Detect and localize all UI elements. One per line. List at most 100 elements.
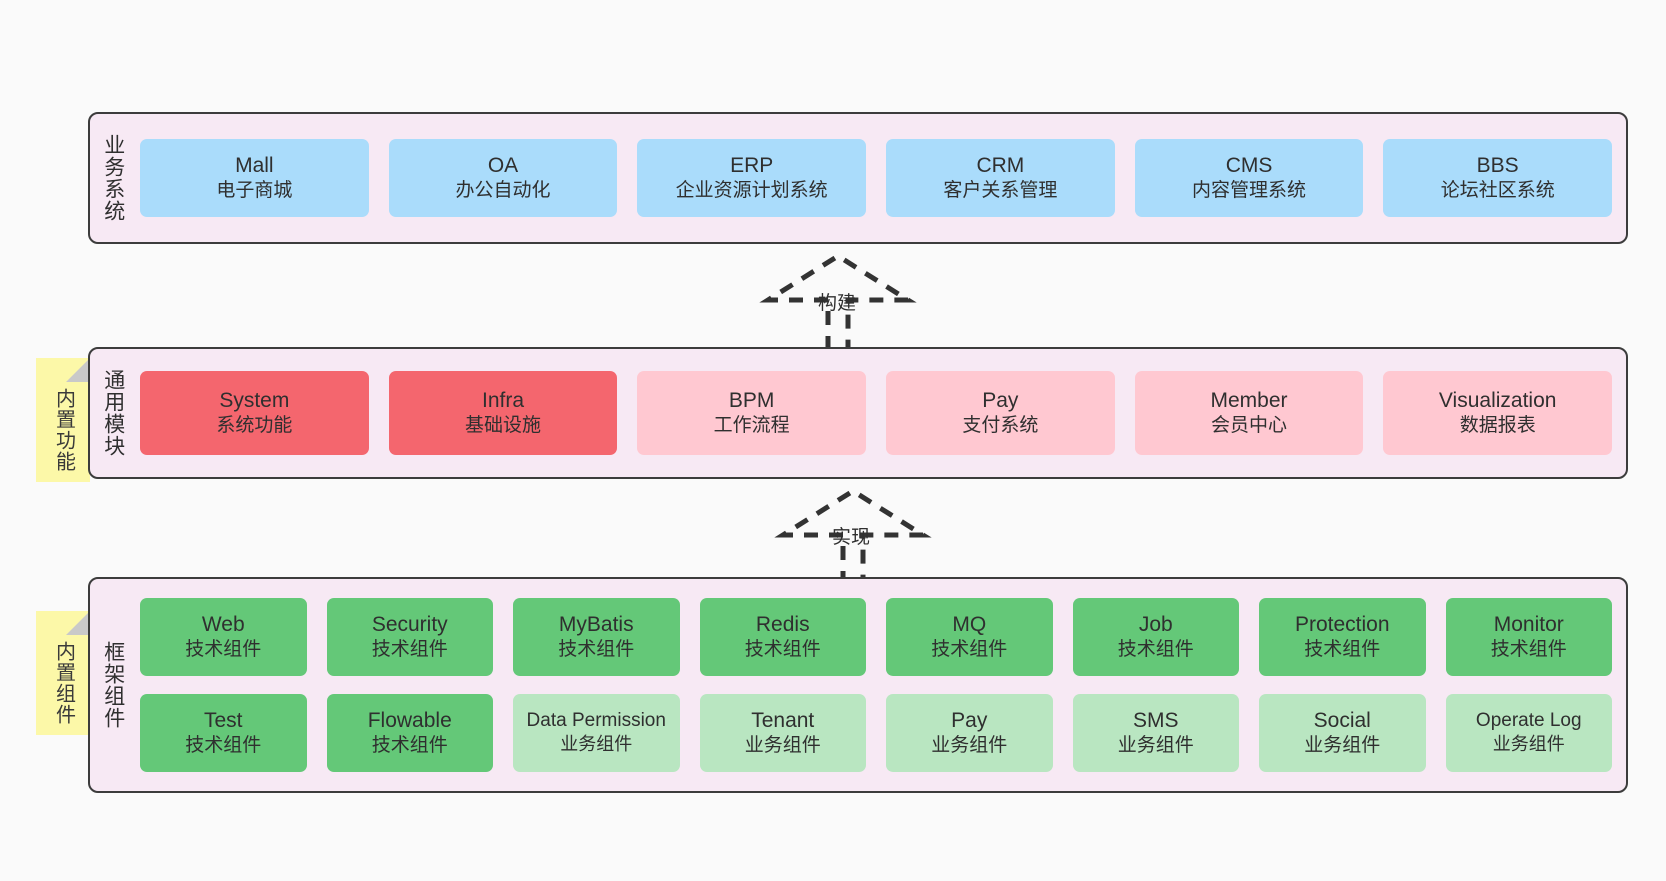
layer-business-body: Mall 电子商城 OA 办公自动化 ERP 企业资源计划系统 CRM 客户关系管理 CMS 内容… (136, 114, 1626, 242)
card-subtitle: 技术组件 (371, 735, 448, 757)
card-title: Tenant (751, 709, 815, 732)
card-title: OA (487, 154, 519, 177)
card-subtitle: 会员中心 (1211, 415, 1288, 437)
card-subtitle: 业务组件 (560, 734, 633, 755)
connector-build-label: 构建 (818, 293, 857, 314)
card-subtitle: 数据报表 (1459, 415, 1536, 437)
card-title: Protection (1294, 613, 1390, 636)
common-card-infra[interactable]: Infra 基础设施 (388, 371, 618, 455)
business-card-cms[interactable]: CMS 内容管理系统 (1134, 139, 1364, 217)
business-card-mall[interactable]: Mall 电子商城 (140, 139, 369, 217)
card-title: MQ (952, 613, 987, 636)
framework-card-monitor[interactable]: Monitor 技术组件 (1445, 598, 1612, 676)
card-subtitle: 业务组件 (1304, 735, 1381, 757)
card-title: SMS (1132, 709, 1179, 732)
card-title: CRM (976, 154, 1025, 177)
card-title: Pay (982, 389, 1019, 412)
business-card-bbs[interactable]: BBS 论坛社区系统 (1383, 139, 1613, 217)
card-subtitle: 技术组件 (558, 639, 635, 661)
card-title: Flowable (367, 709, 452, 732)
card-subtitle: 技术组件 (1490, 639, 1567, 661)
business-card-row: Mall 电子商城 OA 办公自动化 ERP 企业资源计划系统 CRM 客户关系管理 CMS 内容… (140, 139, 1613, 217)
card-title: Test (203, 709, 243, 732)
card-title: Security (371, 613, 448, 636)
framework-card-mybatis[interactable]: MyBatis 技术组件 (513, 598, 680, 676)
card-title: Infra (481, 389, 525, 412)
framework-card-tenant[interactable]: Tenant 业务组件 (699, 694, 866, 772)
card-title: Data Permission (526, 710, 666, 732)
card-subtitle: 论坛社区系统 (1440, 180, 1555, 202)
business-card-crm[interactable]: CRM 客户关系管理 (886, 139, 1115, 217)
framework-card-sms[interactable]: SMS 业务组件 (1072, 694, 1239, 772)
card-title: Monitor (1493, 613, 1564, 636)
card-title: BBS (1476, 154, 1519, 177)
card-title: Operate Log (1475, 710, 1582, 732)
connector-implement-label: 实现 (832, 527, 871, 548)
card-subtitle: 技术组件 (185, 639, 262, 661)
card-subtitle: 系统功能 (216, 415, 293, 437)
card-subtitle: 业务组件 (931, 735, 1008, 757)
card-title: Visualization (1438, 389, 1557, 412)
common-card-visualization[interactable]: Visualization 数据报表 (1383, 371, 1613, 455)
framework-card-pay[interactable]: Pay 业务组件 (886, 694, 1053, 772)
card-subtitle: 基础设施 (465, 415, 542, 437)
common-card-row: System 系统功能 Infra 基础设施 BPM 工作流程 Pay 支付系统 Member 会… (140, 371, 1613, 455)
card-subtitle: 支付系统 (962, 415, 1039, 437)
layer-common-modules: 通用模块 System 系统功能 Infra 基础设施 BPM 工作流程 Pay 支付系统 Me… (88, 347, 1628, 479)
framework-card-social[interactable]: Social 业务组件 (1259, 694, 1426, 772)
card-title: CMS (1225, 154, 1273, 177)
card-subtitle: 技术组件 (1117, 639, 1194, 661)
card-title: ERP (730, 154, 774, 177)
card-subtitle: 业务组件 (744, 735, 821, 757)
common-card-pay[interactable]: Pay 支付系统 (886, 371, 1115, 455)
card-title: Social (1313, 709, 1371, 732)
sticky-note-builtin-features: 内置功能 (36, 358, 90, 482)
framework-card-flowable[interactable]: Flowable 技术组件 (326, 694, 493, 772)
card-subtitle: 业务组件 (1117, 735, 1194, 757)
framework-card-protection[interactable]: Protection 技术组件 (1259, 598, 1426, 676)
layer-business-title: 业务系统 (101, 134, 125, 222)
card-subtitle: 客户关系管理 (943, 180, 1058, 202)
common-card-member[interactable]: Member 会员中心 (1134, 371, 1364, 455)
card-title: Pay (951, 709, 988, 732)
card-subtitle: 电子商城 (216, 180, 293, 202)
card-subtitle: 技术组件 (371, 639, 448, 661)
card-subtitle: 工作流程 (713, 415, 790, 437)
common-card-system[interactable]: System 系统功能 (140, 371, 369, 455)
card-title: MyBatis (558, 613, 634, 636)
card-title: Mall (235, 154, 274, 177)
framework-card-security[interactable]: Security 技术组件 (326, 598, 493, 676)
card-subtitle: 企业资源计划系统 (675, 180, 828, 202)
card-subtitle: 内容管理系统 (1192, 180, 1307, 202)
card-subtitle: 办公自动化 (455, 180, 551, 202)
framework-card-web[interactable]: Web 技术组件 (140, 598, 307, 676)
card-title: Web (201, 613, 245, 636)
sticky-note-builtin-components: 内置组件 (36, 611, 90, 735)
framework-card-job[interactable]: Job 技术组件 (1072, 598, 1239, 676)
card-title: System (219, 389, 290, 412)
common-card-bpm[interactable]: BPM 工作流程 (637, 371, 867, 455)
card-subtitle: 技术组件 (744, 639, 821, 661)
framework-card-mq[interactable]: MQ 技术组件 (886, 598, 1053, 676)
card-title: Member (1210, 389, 1288, 412)
card-title: BPM (728, 389, 775, 412)
layer-framework-title: 框架组件 (101, 641, 125, 729)
layer-common-title: 通用模块 (101, 369, 125, 457)
card-subtitle: 技术组件 (931, 639, 1008, 661)
layer-business-systems: 业务系统 Mall 电子商城 OA 办公自动化 ERP 企业资源计划系统 CRM 客户关系管理… (88, 112, 1628, 244)
card-subtitle: 技术组件 (1304, 639, 1381, 661)
business-card-erp[interactable]: ERP 企业资源计划系统 (637, 139, 867, 217)
business-card-oa[interactable]: OA 办公自动化 (388, 139, 618, 217)
layer-common-body: System 系统功能 Infra 基础设施 BPM 工作流程 Pay 支付系统 Member 会… (136, 349, 1626, 477)
card-subtitle: 业务组件 (1492, 734, 1565, 755)
card-title: Job (1138, 613, 1173, 636)
